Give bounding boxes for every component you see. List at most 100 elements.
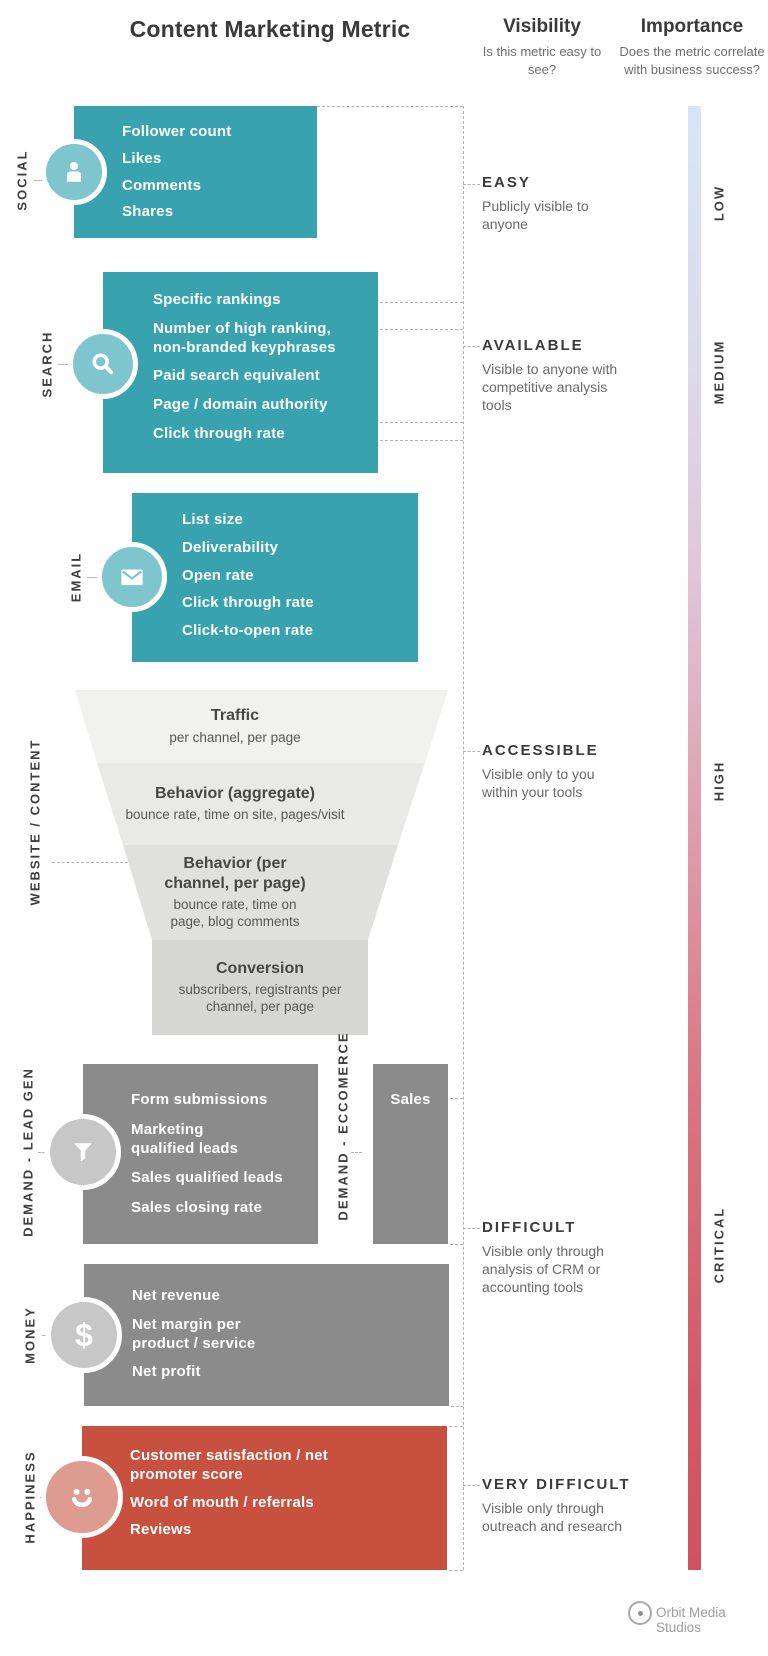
visibility-level-easy: EASY Publicly visible to anyone	[482, 174, 634, 233]
dashed-line	[450, 1244, 463, 1245]
dashed-line	[58, 364, 68, 365]
money-box: Net revenue Net margin per product / ser…	[84, 1264, 449, 1406]
social-box: Follower count Likes Comments Shares	[74, 106, 317, 238]
visibility-header: Visibility Is this metric easy to see?	[468, 16, 616, 78]
visibility-level-very-difficult: VERY DIFFICULT Visible only through outr…	[482, 1476, 634, 1535]
metric-item: Deliverability	[182, 538, 279, 556]
magnifier-icon	[92, 353, 114, 375]
visibility-level-accessible: ACCESSIBLE Visible only to you within yo…	[482, 742, 634, 801]
importance-label: Importance	[640, 16, 744, 37]
dashed-line	[34, 180, 44, 181]
happiness-box: Customer satisfaction / net promoter sco…	[82, 1426, 447, 1570]
funnel-sub: bounce rate, time on page, blog comments	[170, 896, 300, 929]
dashed-line	[463, 346, 480, 347]
search-icon-circle	[68, 329, 138, 399]
happiness-icon-circle	[41, 1456, 123, 1538]
dashed-line	[463, 1485, 480, 1486]
metric-item: Click through rate	[153, 424, 285, 442]
visibility-level-title: VERY DIFFICULT	[482, 1476, 631, 1493]
metric-item: Click through rate	[182, 594, 314, 612]
funnel-sub: subscribers, registrants per channel, pe…	[178, 982, 342, 1015]
funnel-title: Behavior (per channel, per page)	[164, 855, 306, 892]
metric-item: Shares	[122, 203, 174, 221]
visibility-level-sub: Visible only through outreach and resear…	[482, 1500, 623, 1535]
metric-item: Follower count	[122, 123, 232, 140]
dashed-line	[380, 422, 463, 423]
metric-item: Page / domain authority	[153, 396, 328, 413]
visibility-subtitle: Is this metric easy to see?	[482, 44, 602, 77]
section-label-search: SEARCH	[39, 330, 55, 398]
metric-item: Likes	[122, 149, 162, 167]
funnel-band-behavior-per-page: Behavior (per channel, per page) bounce …	[123, 845, 398, 940]
funnel-band-traffic: Traffic per channel, per page	[75, 690, 448, 763]
dashed-line	[380, 302, 463, 303]
dollar-icon: $	[75, 1317, 93, 1353]
metric-item: Marketing qualified leads	[131, 1120, 239, 1157]
importance-level-critical: CRITICAL	[711, 1206, 727, 1284]
importance-header: Importance Does the metric correlate wit…	[616, 16, 768, 78]
dashed-line	[463, 184, 480, 185]
visibility-level-sub: Visible only to you within your tools	[482, 766, 595, 801]
funnel-band-behavior-aggregate: Behavior (aggregate) bounce rate, time o…	[97, 763, 425, 845]
metric-item: Net revenue	[132, 1287, 221, 1304]
search-box: Specific rankings Number of high ranking…	[103, 272, 378, 473]
section-label-email: EMAIL	[68, 551, 84, 603]
metric-item: Customer satisfaction / net promoter sco…	[130, 1447, 328, 1483]
visibility-label: Visibility	[503, 16, 581, 37]
importance-level-low: LOW	[711, 184, 727, 222]
section-label-social: SOCIAL	[14, 149, 30, 211]
orbit-logo-icon	[628, 1601, 652, 1625]
metric-item: Comments	[122, 176, 202, 194]
social-icon-circle	[41, 139, 107, 205]
metric-item: Net margin per product / service	[132, 1315, 256, 1352]
dashed-line	[449, 1570, 463, 1571]
envelope-icon	[121, 569, 143, 586]
metric-item: Sales	[390, 1091, 431, 1108]
visibility-level-sub: Publicly visible to anyone	[482, 198, 589, 233]
demand-ecommerce-box: Sales	[373, 1064, 448, 1244]
funnel-title: Traffic	[210, 707, 259, 725]
importance-level-high: HIGH	[711, 760, 727, 802]
smiley-icon	[71, 1488, 93, 1508]
visibility-level-title: DIFFICULT	[482, 1219, 577, 1236]
funnel-icon	[74, 1143, 92, 1162]
metric-item: Sales qualified leads	[131, 1169, 283, 1187]
page-title: Content Marketing Metric	[129, 16, 411, 42]
metric-item: Paid search equivalent	[153, 367, 320, 385]
metric-item: Specific rankings	[153, 291, 281, 308]
funnel-title: Conversion	[215, 960, 304, 978]
metric-item: Word of mouth / referrals	[130, 1493, 314, 1511]
dashed-line	[317, 106, 463, 107]
dashed-line	[463, 751, 480, 752]
funnel-title: Behavior (aggregate)	[154, 784, 316, 802]
dashed-line	[463, 1228, 480, 1229]
metric-item: Sales closing rate	[131, 1199, 263, 1216]
visibility-level-sub: Visible to anyone with competitive analy…	[482, 361, 618, 414]
orbit-logo-dot	[637, 1610, 643, 1616]
dashed-line	[87, 577, 97, 578]
visibility-level-difficult: DIFFICULT Visible only through analysis …	[482, 1219, 634, 1297]
visibility-level-title: ACCESSIBLE	[482, 742, 599, 759]
connector-main-line	[463, 106, 464, 1570]
footer-logo-text: Orbit Media Studios	[656, 1605, 726, 1635]
importance-subtitle: Does the metric correlate with business …	[619, 44, 765, 77]
demand-leadgen-box: Form submissions Marketing qualified lea…	[83, 1064, 318, 1244]
funnel-sub: per channel, per page	[169, 729, 301, 745]
funnel-sub: bounce rate, time on site, pages/visit	[125, 807, 345, 823]
dashed-line	[450, 1098, 463, 1099]
importance-gradient-bar	[688, 106, 701, 1570]
section-label-demand-ecommerce: DEMAND - ECCOMERCE	[335, 1031, 351, 1221]
metric-item: Net profit	[132, 1363, 201, 1381]
email-icon-circle	[97, 542, 167, 612]
dashed-line	[38, 1152, 48, 1153]
dashed-line	[380, 440, 463, 441]
visibility-level-sub: Visible only through analysis of CRM or …	[482, 1243, 604, 1296]
metric-item: Form submissions	[131, 1091, 268, 1108]
section-label-website-content: WEBSITE / CONTENT	[27, 738, 43, 906]
visibility-level-title: EASY	[482, 174, 531, 191]
importance-level-medium: MEDIUM	[711, 339, 727, 405]
email-box: List size Deliverability Open rate Click…	[132, 493, 418, 662]
section-label-money: MONEY	[22, 1306, 38, 1364]
dashed-line	[351, 1152, 362, 1153]
